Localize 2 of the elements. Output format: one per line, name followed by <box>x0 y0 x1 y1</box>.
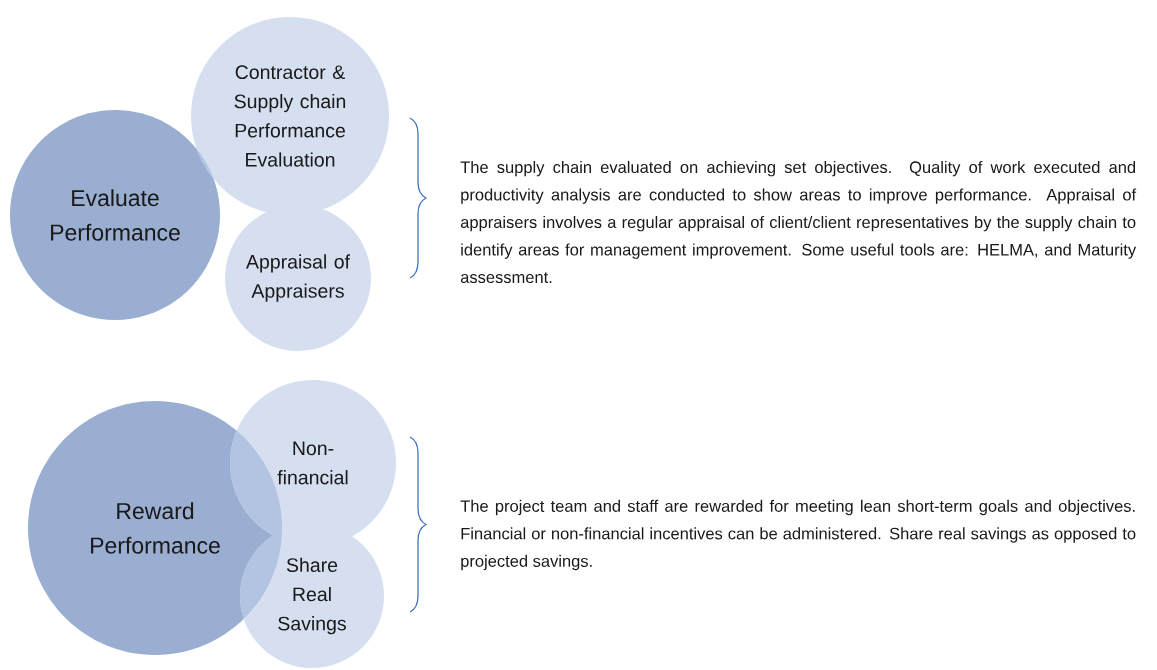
paragraph: The project team and staff are rewarded for meeting lean short-term goals and objectives. Financial or non-financial incentives can be administered. Share real savings as opposed to projected savings. <box>460 499 1136 571</box>
paragraph: The supply chain evaluated on achieving set objectives. Quality of work executed and productivity analysis are conducted to show areas to improve performance. Appraisal of appraisers involves a regular appraisal of client/client representatives by the supply chain to identify areas for management improvement. Some useful tools are: HELMA, and Maturity assessment. <box>460 160 1137 284</box>
